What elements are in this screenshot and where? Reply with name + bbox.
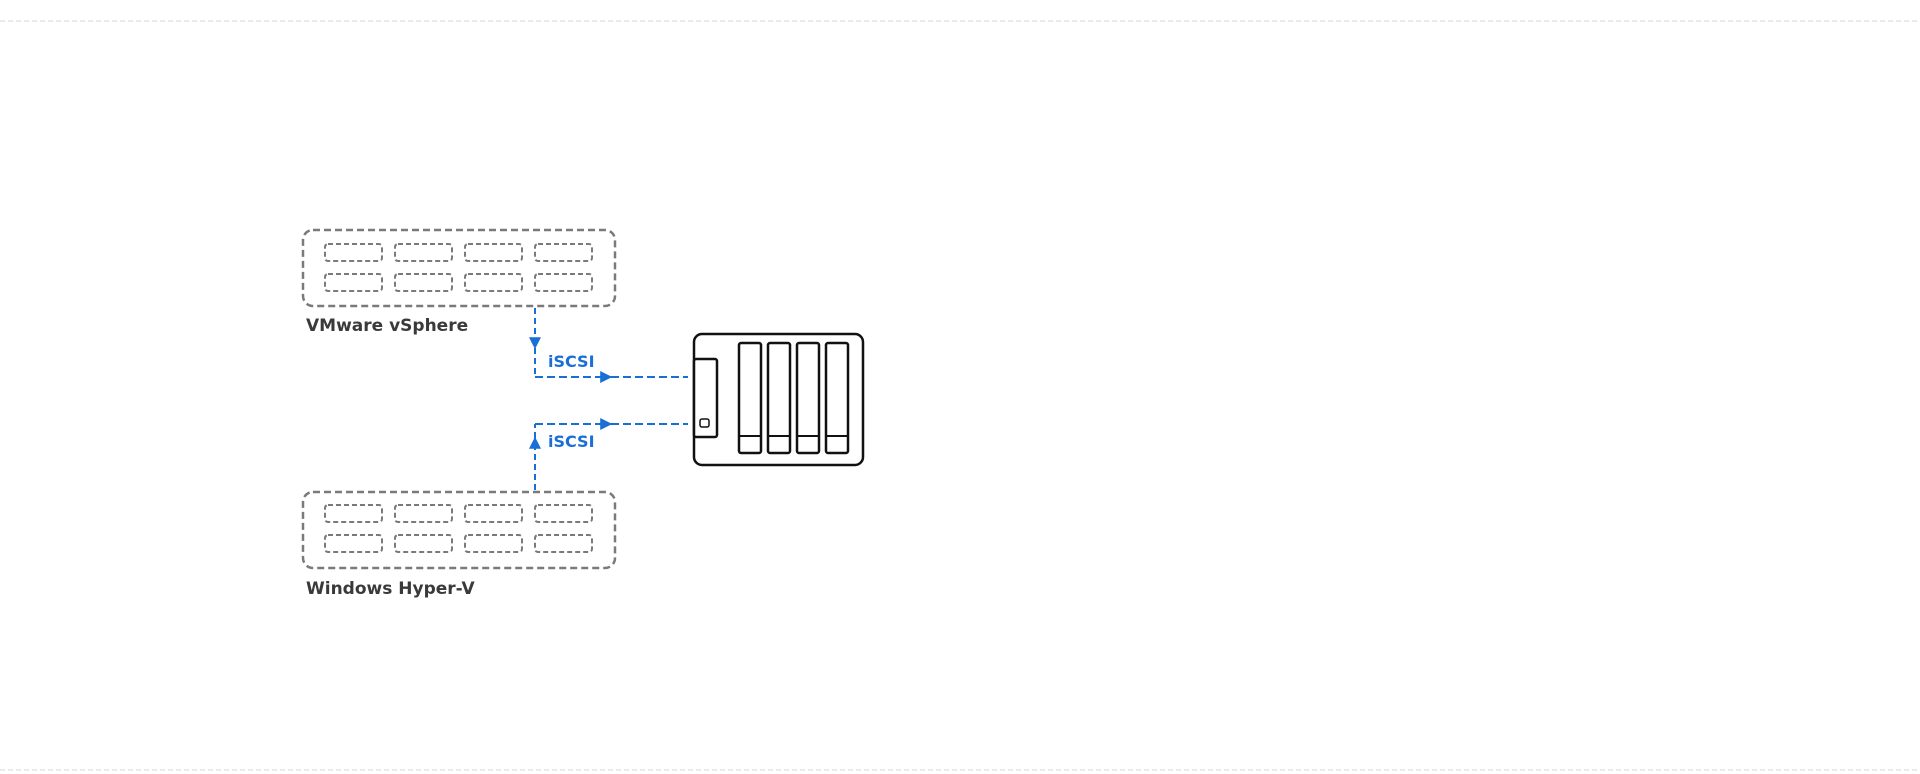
- host-slots: [324, 243, 593, 292]
- link-top-iscsi: iSCSI: [529, 308, 688, 383]
- protocol-label: iSCSI: [548, 432, 595, 451]
- host-slot: [394, 504, 453, 523]
- server-host-icon: [301, 228, 617, 308]
- host-vmware-vsphere: VMware vSphere: [301, 228, 617, 336]
- host-slot: [534, 273, 593, 292]
- host-slot: [394, 273, 453, 292]
- drive-bay: [824, 341, 850, 455]
- server-host-icon: [301, 490, 617, 570]
- drive-bay: [737, 341, 763, 455]
- protocol-label: iSCSI: [548, 352, 595, 371]
- host-slot: [464, 243, 523, 262]
- drive-bay: [795, 341, 821, 455]
- host-label: VMware vSphere: [306, 316, 468, 336]
- link-bottom-iscsi: iSCSI: [529, 418, 688, 490]
- nas-power-button-icon: [699, 418, 710, 428]
- host-slot: [394, 243, 453, 262]
- host-slot: [534, 534, 593, 553]
- host-label: Windows Hyper-V: [306, 579, 475, 599]
- host-slot: [464, 504, 523, 523]
- nas-drive-bays: [737, 341, 850, 455]
- host-slot: [534, 504, 593, 523]
- nas-front-panel: [692, 357, 719, 439]
- host-slot: [534, 243, 593, 262]
- nas-storage-icon: [692, 332, 865, 467]
- drive-bay: [766, 341, 792, 455]
- host-slot: [394, 534, 453, 553]
- host-slot: [324, 243, 383, 262]
- host-slot: [324, 534, 383, 553]
- host-slot: [324, 273, 383, 292]
- host-slot: [464, 534, 523, 553]
- host-windows-hyper-v: Windows Hyper-V: [301, 490, 617, 599]
- host-slots: [324, 504, 593, 553]
- host-slot: [324, 504, 383, 523]
- host-slot: [464, 273, 523, 292]
